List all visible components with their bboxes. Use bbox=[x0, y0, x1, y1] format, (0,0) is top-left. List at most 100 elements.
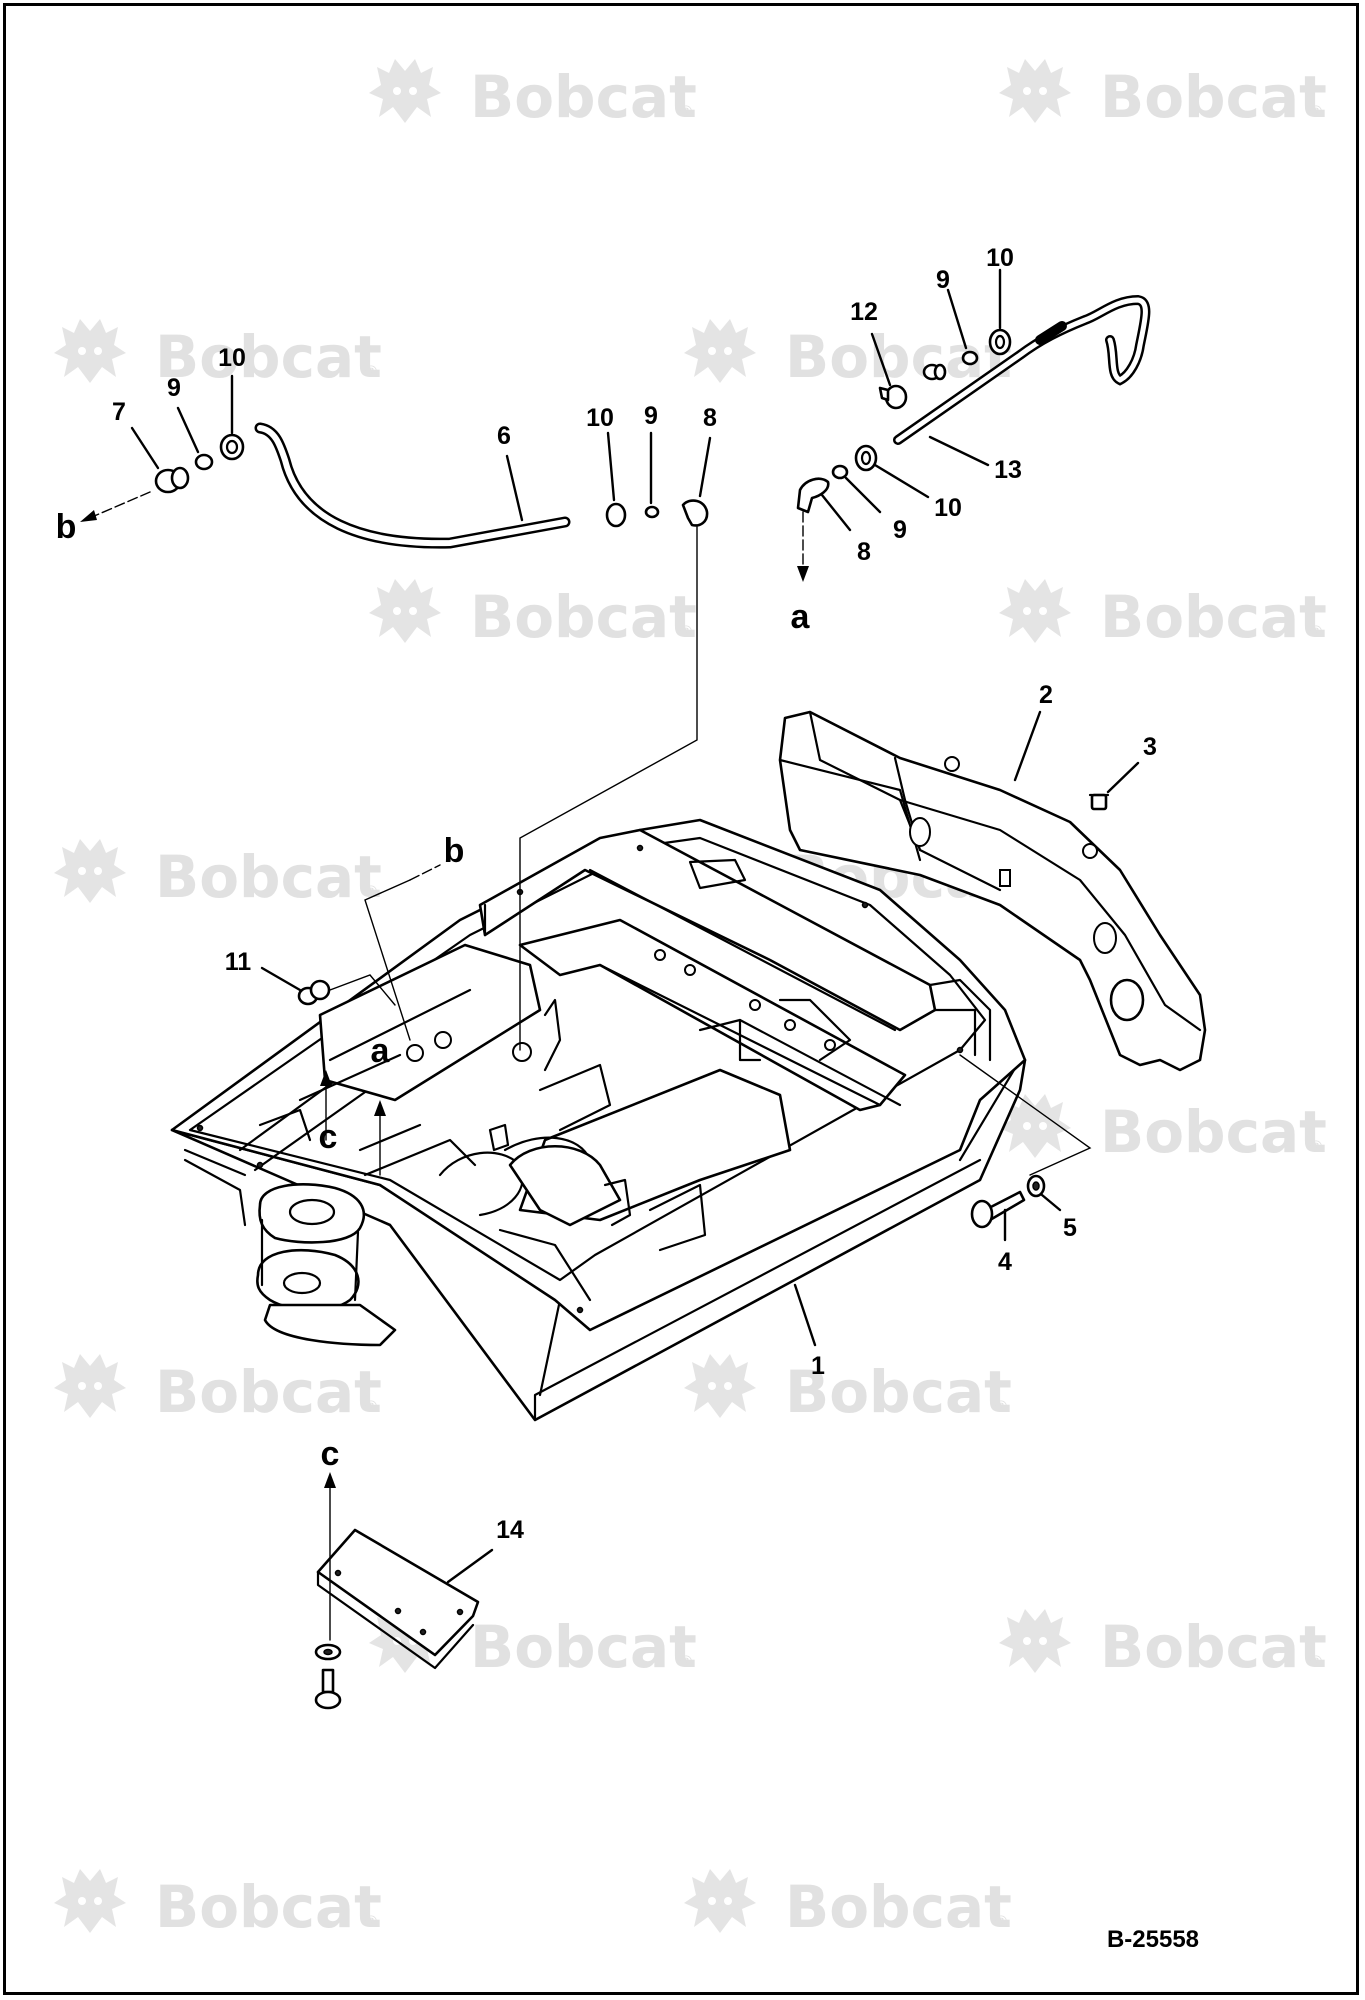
watermark-registered-mark: ® bbox=[1308, 102, 1324, 121]
callout-9-right-bottom: 9 bbox=[893, 516, 907, 544]
watermark-brand: Bobcat bbox=[155, 323, 382, 391]
connector-arrow bbox=[797, 511, 809, 582]
bolt-icon bbox=[314, 1668, 342, 1710]
letter-a-top: a bbox=[791, 598, 811, 636]
bobcat-logo-icon bbox=[54, 1869, 126, 1933]
connector-arrow bbox=[80, 491, 151, 522]
bobcat-watermark: Bobcat® bbox=[999, 579, 1327, 651]
bobcat-logo-icon bbox=[54, 1354, 126, 1418]
counterweight-icon bbox=[778, 710, 1207, 1072]
callout-9-mid: 9 bbox=[644, 402, 658, 430]
watermark-registered-mark: ® bbox=[1308, 622, 1324, 641]
watermark-registered-mark: ® bbox=[363, 1912, 379, 1931]
watermark-brand: Bobcat bbox=[470, 583, 697, 651]
bobcat-watermark: Bobcat® bbox=[54, 839, 382, 911]
callout-10-mid: 10 bbox=[586, 404, 614, 432]
bolt-icon bbox=[297, 974, 396, 1006]
watermark-brand: Bobcat bbox=[785, 1873, 1012, 1941]
callout-1: 1 bbox=[811, 1352, 825, 1380]
hose-icon bbox=[254, 422, 571, 549]
connector-arrow bbox=[364, 864, 441, 1041]
connector-arrow bbox=[320, 1070, 332, 1141]
bobcat-watermark: Bobcat® bbox=[369, 1609, 697, 1681]
upper-frame-icon bbox=[170, 818, 1027, 1422]
letter-c-frame: c bbox=[319, 1118, 338, 1156]
document-id: B-25558 bbox=[1107, 1926, 1199, 1953]
watermark-brand: Bobcat bbox=[470, 63, 697, 131]
watermark-registered-mark: ® bbox=[678, 622, 694, 641]
callout-13: 13 bbox=[994, 456, 1022, 484]
hose-icon bbox=[893, 294, 1151, 445]
callout-14: 14 bbox=[496, 1516, 524, 1544]
callout-10-left: 10 bbox=[218, 344, 246, 372]
watermark-brand: Bobcat bbox=[1100, 1098, 1327, 1166]
bobcat-watermark: Bobcat® bbox=[684, 1869, 1012, 1941]
bolt-icon bbox=[970, 1190, 1026, 1229]
fitting-icon bbox=[154, 433, 245, 494]
watermark-registered-mark: ® bbox=[678, 1652, 694, 1671]
bobcat-watermark: Bobcat® bbox=[999, 1609, 1327, 1681]
callout-5: 5 bbox=[1063, 1214, 1077, 1242]
watermark-brand: Bobcat bbox=[785, 1358, 1012, 1426]
connector-arrow bbox=[374, 1100, 386, 1176]
watermark-brand: Bobcat bbox=[470, 1613, 697, 1681]
letter-b-left: b bbox=[56, 508, 77, 546]
leader-lines bbox=[130, 268, 1140, 1584]
letter-b-frame: b bbox=[444, 832, 465, 870]
callout-12: 12 bbox=[850, 298, 878, 326]
callout-3: 3 bbox=[1143, 733, 1157, 761]
callout-9-right-top: 9 bbox=[936, 266, 950, 294]
callout-11: 11 bbox=[225, 948, 252, 976]
watermark-registered-mark: ® bbox=[1308, 1137, 1324, 1156]
connection-line bbox=[519, 526, 698, 1051]
watermark-registered-mark: ® bbox=[678, 102, 694, 121]
watermark-registered-mark: ® bbox=[363, 882, 379, 901]
callout-10-right-bottom: 10 bbox=[934, 494, 962, 522]
callout-8-right: 8 bbox=[857, 538, 871, 566]
bobcat-logo-icon bbox=[684, 319, 756, 383]
watermark-registered-mark: ® bbox=[363, 362, 379, 381]
callout-9-left: 9 bbox=[167, 374, 181, 402]
watermark-brand: Bobcat bbox=[155, 1358, 382, 1426]
fitting-icon bbox=[878, 328, 1012, 410]
bobcat-watermark: Bobcat® bbox=[999, 59, 1327, 131]
bobcat-watermark: Bobcat® bbox=[999, 1094, 1327, 1166]
watermark-brand: Bobcat bbox=[1100, 583, 1327, 651]
bobcat-watermark: Bobcat® bbox=[54, 1869, 382, 1941]
callout-8-top: 8 bbox=[703, 404, 717, 432]
bobcat-logo-icon bbox=[54, 319, 126, 383]
callout-7: 7 bbox=[112, 398, 126, 426]
letter-a-frame: a bbox=[371, 1032, 391, 1070]
watermark-brand: Bobcat bbox=[1100, 1613, 1327, 1681]
connection-letters: a a b b c c bbox=[56, 508, 811, 1473]
bobcat-watermark: Bobcat® bbox=[684, 1354, 1012, 1426]
bobcat-logo-icon bbox=[369, 59, 441, 123]
bobcat-logo-icon bbox=[684, 1869, 756, 1933]
washer-icon bbox=[314, 1643, 342, 1661]
bobcat-logo-icon bbox=[684, 1354, 756, 1418]
bobcat-logo-icon bbox=[999, 59, 1071, 123]
plug-icon bbox=[1088, 793, 1110, 811]
bobcat-logo-icon bbox=[999, 1609, 1071, 1673]
sheet-border bbox=[3, 3, 1359, 1995]
letter-c-plate: c bbox=[321, 1435, 340, 1473]
watermark-registered-mark: ® bbox=[363, 1397, 379, 1416]
cover-plate-icon bbox=[316, 1528, 480, 1670]
bobcat-watermark: Bobcat® bbox=[54, 1354, 382, 1426]
callout-10-right-top: 10 bbox=[986, 244, 1014, 272]
bobcat-logo-icon bbox=[369, 579, 441, 643]
washer-icon bbox=[1026, 1174, 1046, 1198]
watermark-registered-mark: ® bbox=[993, 1912, 1009, 1931]
callout-4: 4 bbox=[998, 1248, 1012, 1276]
bolt-reference-line bbox=[959, 1054, 1092, 1176]
callout-2: 2 bbox=[1039, 681, 1053, 709]
watermark-brand: Bobcat bbox=[1100, 63, 1327, 131]
bobcat-watermark: Bobcat® bbox=[369, 59, 697, 131]
bobcat-logo-icon bbox=[999, 579, 1071, 643]
connector-arrow bbox=[324, 1472, 336, 1641]
fitting-icon bbox=[605, 499, 709, 528]
watermark-brand: Bobcat bbox=[155, 1873, 382, 1941]
callout-6: 6 bbox=[497, 422, 511, 450]
